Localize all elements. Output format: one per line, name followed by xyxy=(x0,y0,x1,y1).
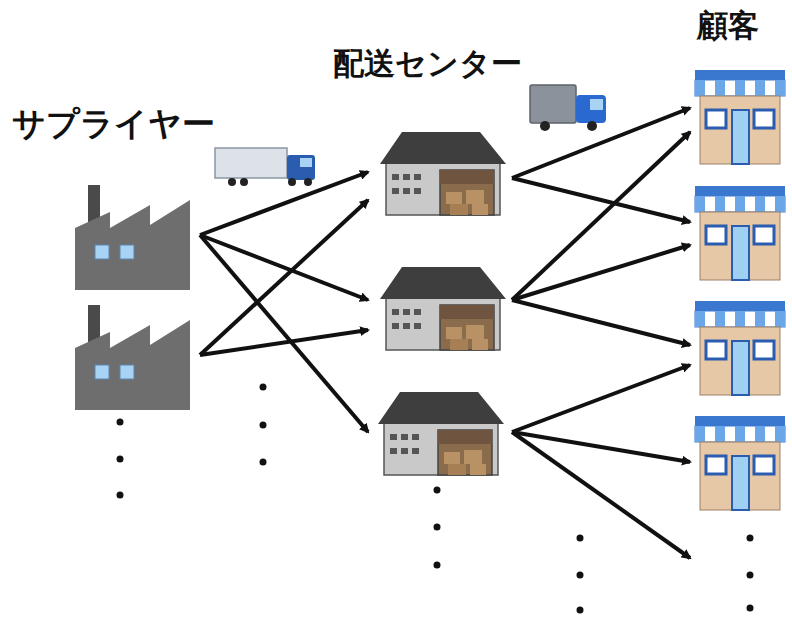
column-heading: サプライヤー xyxy=(12,106,215,142)
column-heading: 顧客 xyxy=(697,8,759,42)
column-heading: 配送センター xyxy=(333,46,522,80)
